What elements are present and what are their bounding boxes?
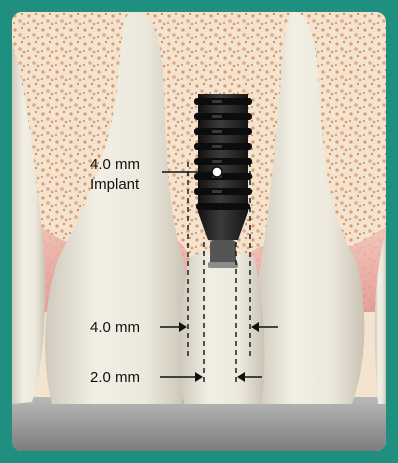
- measure-inner-label: 2.0 mm: [90, 369, 140, 386]
- implant-crown: [181, 252, 265, 404]
- implant-label-line1: 4.0 mm: [90, 156, 140, 173]
- dental-implant-illustration: 4.0 mm Implant 4.0 mm 2.0 mm: [12, 12, 386, 451]
- illustration-panel: 4.0 mm Implant 4.0 mm 2.0 mm: [12, 12, 386, 451]
- implant-body: [194, 94, 252, 240]
- implant-label-line2: Implant: [90, 176, 140, 193]
- reflection-floor: [12, 397, 386, 451]
- measure-outer-label: 4.0 mm: [90, 319, 140, 336]
- implant-callout-dot: [212, 167, 222, 177]
